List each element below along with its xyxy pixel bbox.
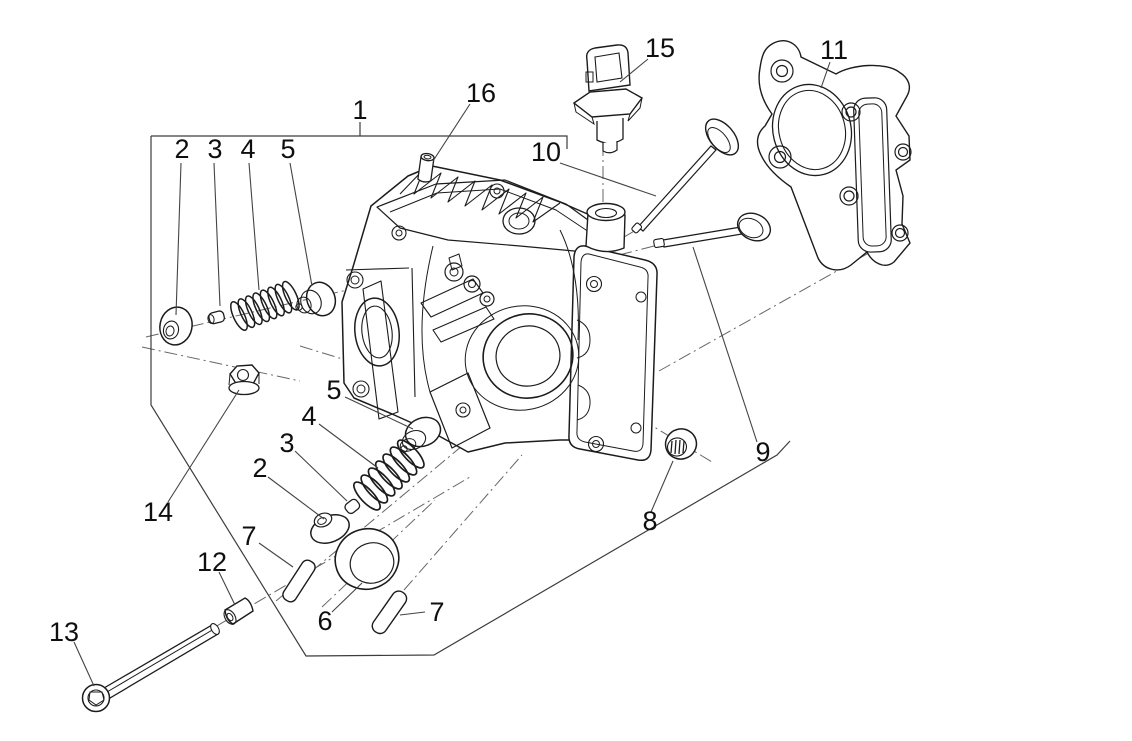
intake-port (354, 297, 400, 367)
part-valve-exhaust (653, 212, 772, 249)
part-dowel-pin-2 (371, 590, 408, 635)
part-valve-spring-seat-lower (310, 512, 350, 544)
callout-7-a: 7 (241, 521, 256, 551)
part-shim-ring (334, 527, 400, 591)
leader-6 (331, 582, 363, 613)
bearing-rollers (670, 439, 685, 455)
callout-7-b: 7 (429, 597, 444, 627)
sensor-tip (602, 141, 618, 154)
callout-6: 6 (317, 606, 332, 636)
leader-8 (650, 460, 674, 513)
part-temperature-sensor (572, 44, 644, 154)
callout-2-lower: 2 (252, 453, 267, 483)
leader-4-upper (248, 162, 260, 291)
leader-13 (73, 641, 95, 687)
sensor-body (596, 118, 624, 144)
leader-lines (73, 58, 831, 687)
callout-12: 12 (197, 547, 227, 577)
axis-flange-nut (141, 346, 301, 382)
part-flange-nut (228, 364, 260, 396)
leader-11 (820, 61, 831, 89)
axis-dowel-pin (403, 454, 523, 591)
combustion-chamber (464, 305, 580, 411)
callout-3-lower: 3 (279, 428, 294, 458)
callout-5-lower: 5 (326, 375, 341, 405)
part-cylinder-head (341, 165, 658, 462)
callout-5-upper: 5 (280, 134, 295, 164)
part-valve-cotter-lower (344, 498, 361, 515)
rocker-support (362, 280, 399, 420)
axis-valve-intake (596, 229, 637, 254)
callout-13: 13 (49, 617, 79, 647)
leader-3-upper (213, 162, 221, 307)
head-cover-bolt-hole (489, 183, 505, 199)
leader-5-lower (344, 396, 414, 430)
leader-16 (432, 103, 471, 162)
leader-10 (559, 162, 657, 197)
leader-2-lower (267, 476, 325, 520)
part-dowel-pin-1 (282, 559, 316, 603)
leader-5-upper (289, 162, 313, 287)
leader-7-b (399, 611, 426, 616)
callout-15: 15 (645, 33, 675, 63)
callout-1: 1 (352, 95, 367, 125)
axis-gasket (658, 235, 900, 372)
callout-14: 14 (143, 497, 173, 527)
part-valve-seal-cap-lower (399, 416, 442, 453)
part-head-gasket (756, 40, 912, 271)
part-spacer-bush (223, 597, 254, 625)
leader-12 (218, 571, 236, 606)
part-valve-spring-lower (352, 439, 425, 511)
leader-3-lower (294, 450, 348, 502)
part-valve-seal-cap-upper (295, 281, 337, 317)
leader-2-upper (175, 162, 182, 316)
part-plug (417, 152, 435, 183)
sensor-boss (585, 212, 626, 253)
leader-15 (619, 58, 649, 83)
callout-labels: 1 2 3 4 5 16 15 10 11 14 5 4 3 2 7 6 7 1… (49, 33, 848, 647)
leader-14 (167, 389, 240, 503)
head-cooling-fins (399, 168, 561, 223)
leader-7-a (258, 542, 294, 568)
head-mount-lug (429, 372, 491, 449)
part-needle-bearing (664, 428, 698, 460)
group-1-boundary (150, 122, 791, 657)
leader-9 (692, 246, 758, 443)
callout-10: 10 (531, 137, 561, 167)
part-valve-spring-upper (230, 280, 300, 331)
leader-4-lower (318, 423, 379, 469)
axis-stud (299, 345, 373, 369)
callout-9: 9 (755, 437, 770, 467)
spark-plug-well (502, 207, 536, 235)
callout-4-upper: 4 (240, 134, 255, 164)
callout-4-lower: 4 (301, 401, 316, 431)
sensor-hex-nut (572, 88, 644, 118)
head-cover-bolt-hole (391, 225, 407, 241)
gasket-bore (771, 83, 853, 177)
part-valve-intake (631, 118, 740, 234)
part-head-bolt (81, 623, 220, 713)
callout-16: 16 (466, 78, 496, 108)
part-valve-cotter-upper (207, 310, 226, 325)
sensor-connector (585, 44, 631, 92)
head-cylinder-flange (568, 245, 658, 462)
callout-2-upper: 2 (174, 134, 189, 164)
callout-8: 8 (642, 506, 657, 536)
callout-11: 11 (820, 35, 848, 65)
callout-3-upper: 3 (207, 134, 222, 164)
part-valve-spring-seat-upper (159, 306, 193, 346)
